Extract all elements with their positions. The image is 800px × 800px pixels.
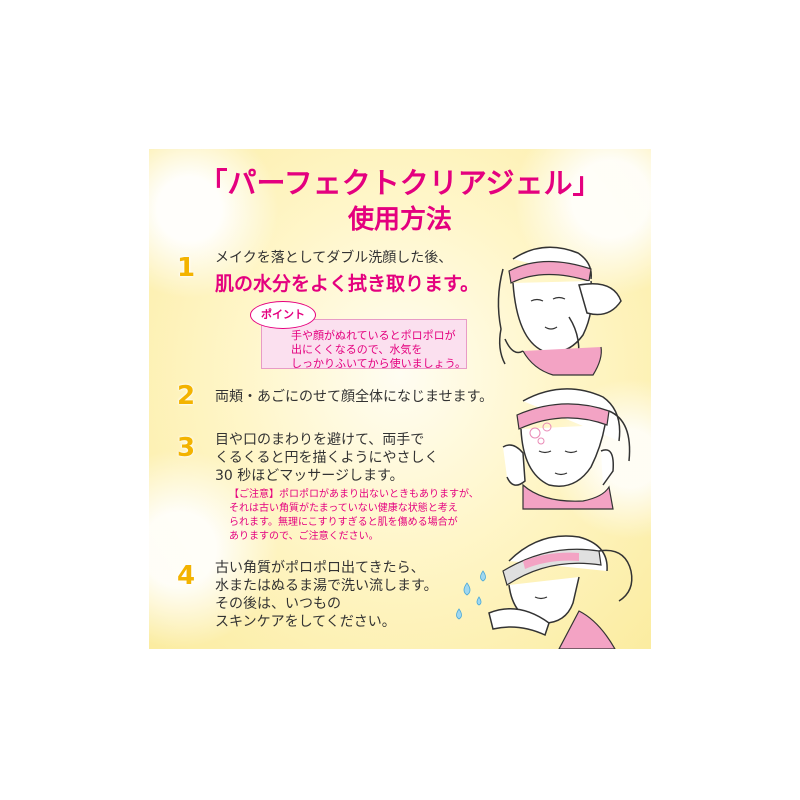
step-4-text: 古い角質がポロポロ出てきたら、 水またはぬるま湯で洗い流します。 その後は、いつ…	[215, 559, 438, 631]
step-4-line: スキンケアをしてください。	[215, 614, 396, 630]
step-2-number: 2	[176, 381, 196, 411]
step-1-text: メイクを落としてダブル洗顔した後、	[215, 250, 453, 266]
product-title: 「パーフェクトクリアジェル」	[198, 166, 602, 200]
step-3-text: 目や口のまわりを避けて、両手で くるくると円を描くようにやさしく 30 秒ほどマ…	[215, 431, 438, 485]
point-line: しっかりふいてから使いましょう。	[291, 357, 467, 370]
caution-note: 【ご注意】ポロポロがあまり出ないときもありますが、 それは古い角質がたまっていな…	[229, 488, 479, 544]
point-text: 手や顔がぬれているとポロポロが 出にくくなるので、水気を しっかりふいてから使い…	[291, 329, 466, 371]
rinsing-illustration	[456, 535, 633, 649]
usage-title: 使用方法	[347, 205, 452, 235]
step-2-text: 両頬・あごにのせて顔全体になじませます。	[215, 389, 494, 405]
step-1-emphasis: 肌の水分をよく拭き取ります。	[215, 273, 480, 295]
point-line: 手や顔がぬれているとポロポロが	[291, 329, 456, 342]
instruction-panel: 「パーフェクトクリアジェル」 使用方法 1 メイクを落としてダブル洗顔した後、 …	[149, 149, 651, 649]
caution-line: ありますので、ご注意ください。	[229, 531, 379, 542]
step-4-line: その後は、いつもの	[215, 596, 341, 612]
step-3-line: 30 秒ほどマッサージします。	[215, 468, 404, 484]
step-3-line: くるくると円を描くようにやさしく	[215, 450, 439, 466]
step-4-line: 水またはぬるま湯で洗い流します。	[215, 578, 438, 594]
towel-drying-illustration	[497, 246, 622, 376]
step-4-line: 古い角質がポロポロ出てきたら、	[215, 560, 425, 576]
point-line: 出にくくなるので、水気を	[291, 343, 423, 356]
face-massage-illustration	[502, 388, 631, 510]
point-label: ポイント	[250, 301, 316, 329]
step-3-line: 目や口のまわりを避けて、両手で	[215, 432, 425, 448]
step-4-number: 4	[176, 561, 196, 591]
step-3-number: 3	[176, 433, 196, 463]
caution-line: それは古い角質がたまっていない健康な状態と考え	[229, 503, 458, 514]
step-1-number: 1	[176, 253, 196, 283]
caution-line: 【ご注意】ポロポロがあまり出ないときもありますが、	[229, 489, 479, 500]
caution-line: られます。無理にこすりすぎると肌を傷める場合が	[229, 517, 458, 528]
